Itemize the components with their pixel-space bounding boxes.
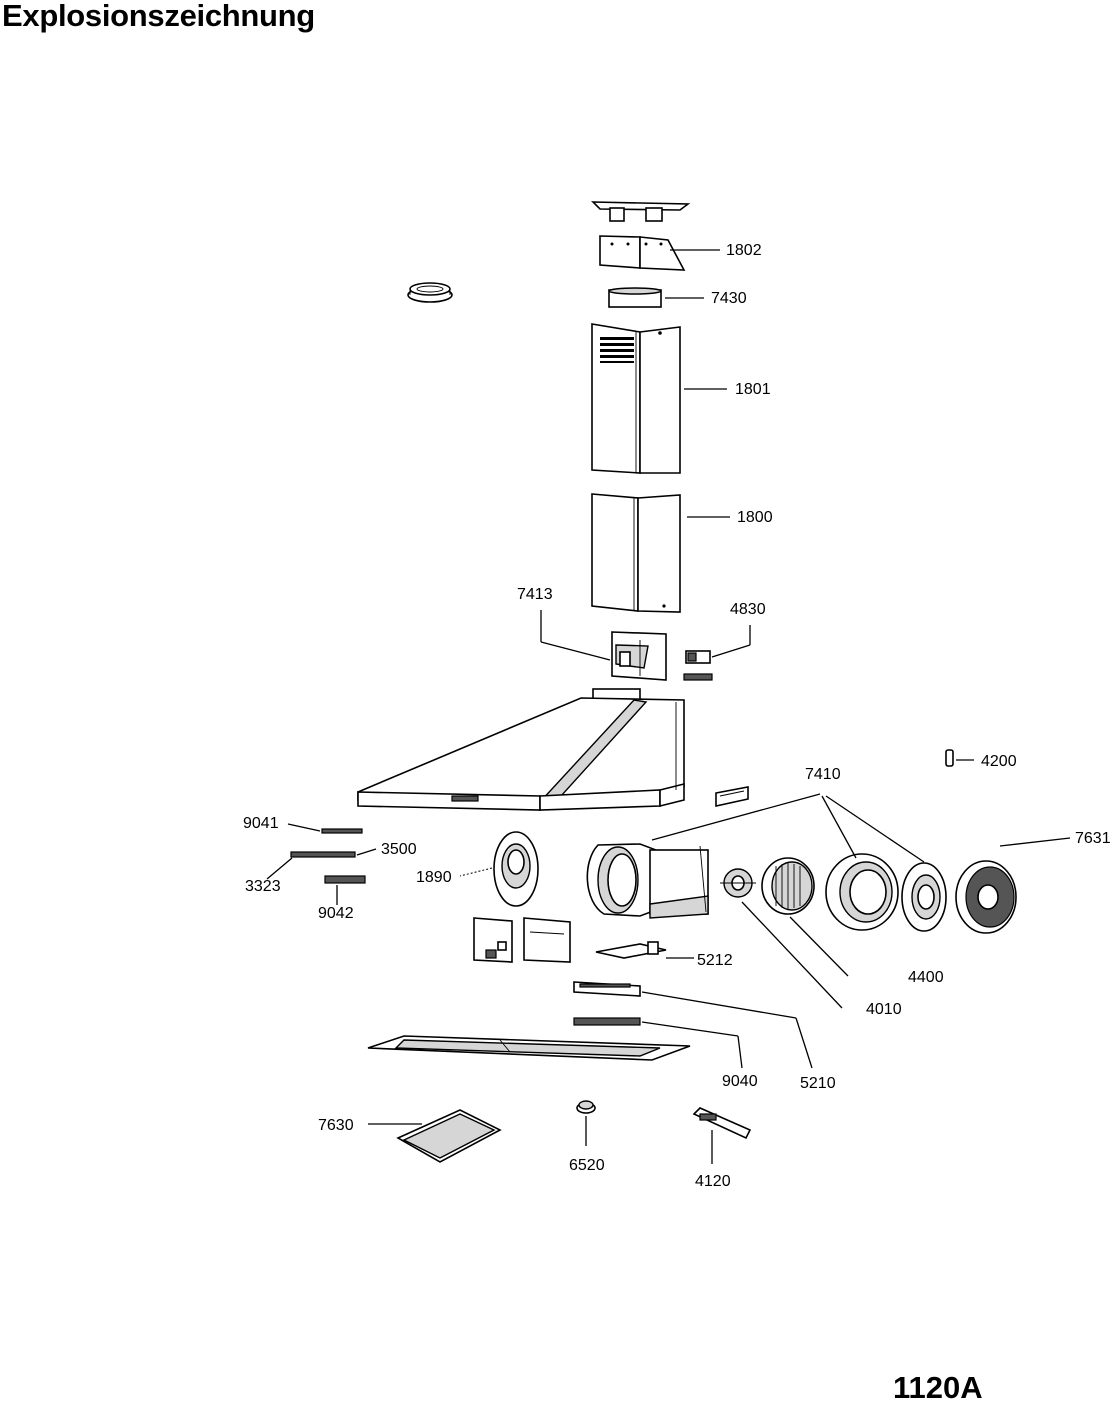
part-1801-upper-chimney <box>591 323 727 474</box>
label-9042: 9042 <box>318 905 354 922</box>
label-1800: 1800 <box>737 509 773 526</box>
part-1890-round-plate <box>459 831 539 907</box>
motor-shaft-4010 <box>720 868 843 1009</box>
label-4830: 4830 <box>730 601 766 618</box>
label-9041: 9041 <box>243 815 279 832</box>
grease-filter-7631 <box>955 837 1071 934</box>
bottom-panel <box>367 1035 691 1061</box>
label-5210: 5210 <box>800 1075 836 1092</box>
hood-canopy <box>357 688 685 811</box>
label-4200: 4200 <box>981 753 1017 770</box>
label-1802: 1802 <box>726 242 762 259</box>
label-3323: 3323 <box>245 878 281 895</box>
label-5212: 5212 <box>697 952 733 969</box>
label-7430: 7430 <box>711 290 747 307</box>
part-3500-3323-strip <box>266 848 377 880</box>
part-9041-strip <box>287 823 363 834</box>
label-7410: 7410 <box>805 766 841 783</box>
label-4010: 4010 <box>866 1001 902 1018</box>
part-4120-lamp <box>692 1107 752 1164</box>
part-7413-connector <box>540 610 713 681</box>
label-4400: 4400 <box>908 969 944 986</box>
label-7630: 7630 <box>318 1117 354 1134</box>
label-7413: 7413 <box>517 586 553 603</box>
fan-wheel-4400 <box>761 857 849 977</box>
part-7430-flange <box>608 287 704 308</box>
part-9042-block <box>324 875 366 905</box>
label-1801: 1801 <box>735 381 771 398</box>
part-5210-board <box>573 981 813 1069</box>
label-4120: 4120 <box>695 1173 731 1190</box>
part-9040-board <box>573 1017 743 1069</box>
part-4200-cap <box>945 749 974 767</box>
loose-ring-part <box>407 282 453 303</box>
top-mounting-bracket <box>591 201 691 222</box>
part-7630-filter-plate <box>368 1109 502 1163</box>
label-6520: 6520 <box>569 1157 605 1174</box>
inlet-ring-7410 <box>825 795 947 932</box>
small-light-cover <box>715 786 749 807</box>
control-boxes <box>473 917 571 963</box>
page-title: Explosionszeichnung <box>2 0 315 33</box>
label-3500: 3500 <box>381 841 417 858</box>
label-1890: 1890 <box>416 869 452 886</box>
label-9040: 9040 <box>722 1073 758 1090</box>
part-1800-lower-chimney <box>591 493 730 613</box>
part-6520-knob <box>576 1100 596 1146</box>
label-7631: 7631 <box>1075 830 1111 847</box>
blower-housing <box>586 793 821 919</box>
part-4830-clip <box>685 625 751 664</box>
part-5212-bracket <box>595 941 694 959</box>
blower-ring-7410 <box>821 795 899 931</box>
document-code: 1120A <box>893 1370 983 1405</box>
part-1802-bracket <box>599 235 720 271</box>
